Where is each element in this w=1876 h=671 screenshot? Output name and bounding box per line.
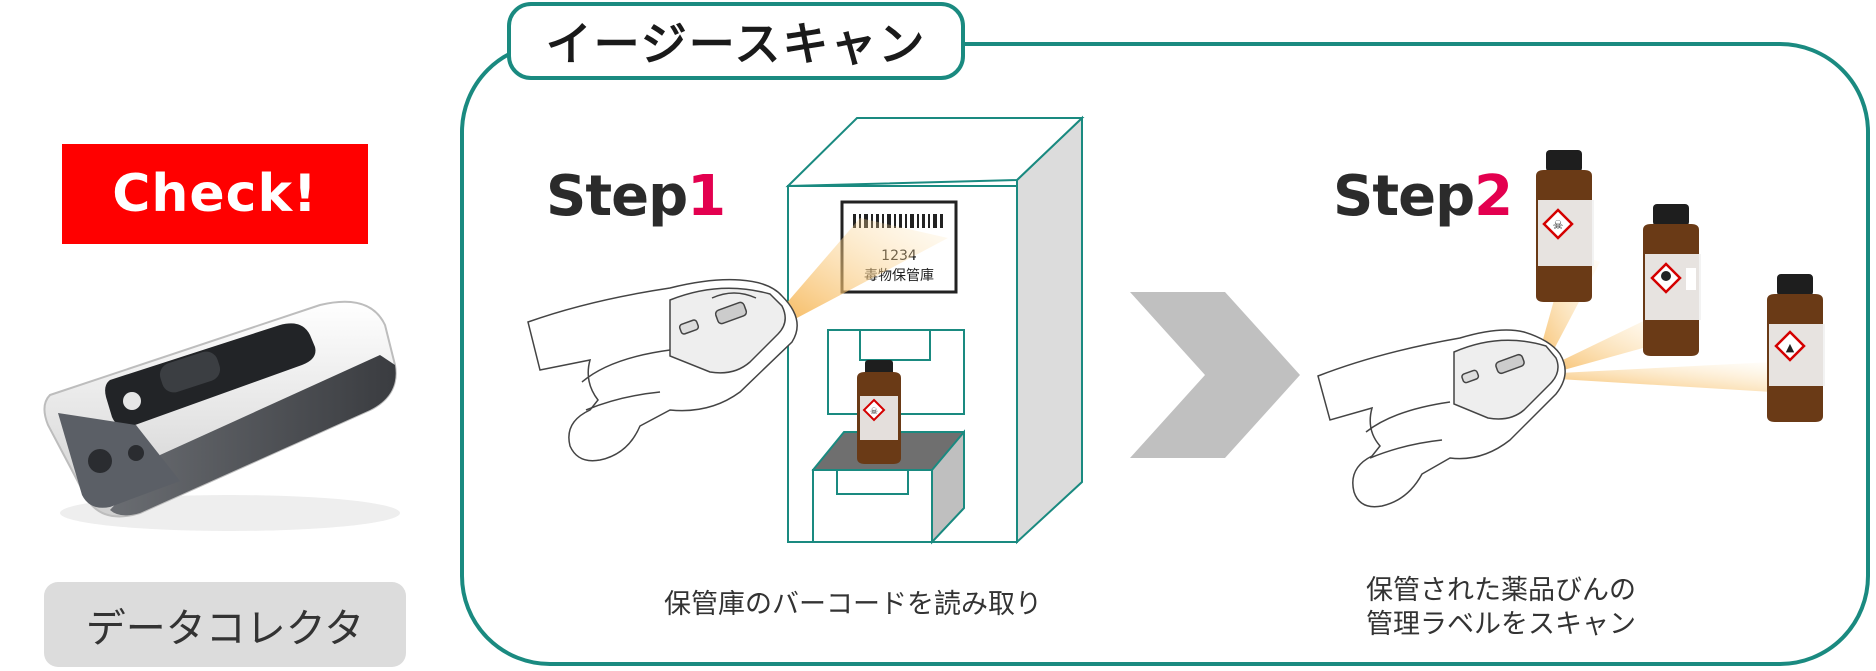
step1-cabinet-scan-illustration: 1234 毒物保管庫 ☠ — [520, 110, 1100, 550]
step1-caption: 保管庫のバーコードを読み取り — [664, 588, 1042, 622]
hand-with-scanner — [528, 280, 797, 461]
chemical-bottle: ▲ — [1767, 274, 1825, 422]
chevron-right-icon — [1130, 292, 1300, 458]
panel-title: イージースキャン — [507, 2, 965, 80]
step2-caption-line1: 保管された薬品びんの — [1366, 574, 1636, 608]
cabinet-side — [1017, 118, 1082, 542]
step2-caption-line2: 管理ラベルをスキャン — [1366, 608, 1636, 642]
chemical-bottle: ☠ — [1536, 150, 1594, 302]
hand-with-scanner — [1318, 330, 1565, 507]
svg-text:☠: ☠ — [1553, 218, 1564, 232]
step2-caption: 保管された薬品びんの 管理ラベルをスキャン — [1366, 574, 1636, 642]
chemical-bottle — [1643, 204, 1701, 356]
svg-text:▲: ▲ — [1786, 341, 1795, 354]
data-collector-device-image — [40, 285, 420, 545]
check-badge: Check! — [62, 144, 368, 244]
chemical-bottle: ☠ — [857, 360, 901, 464]
device-label: データコレクタ — [44, 582, 406, 667]
svg-text:☠: ☠ — [870, 407, 878, 417]
step2-bottle-scan-illustration: ☠ ▲ — [1310, 140, 1840, 540]
